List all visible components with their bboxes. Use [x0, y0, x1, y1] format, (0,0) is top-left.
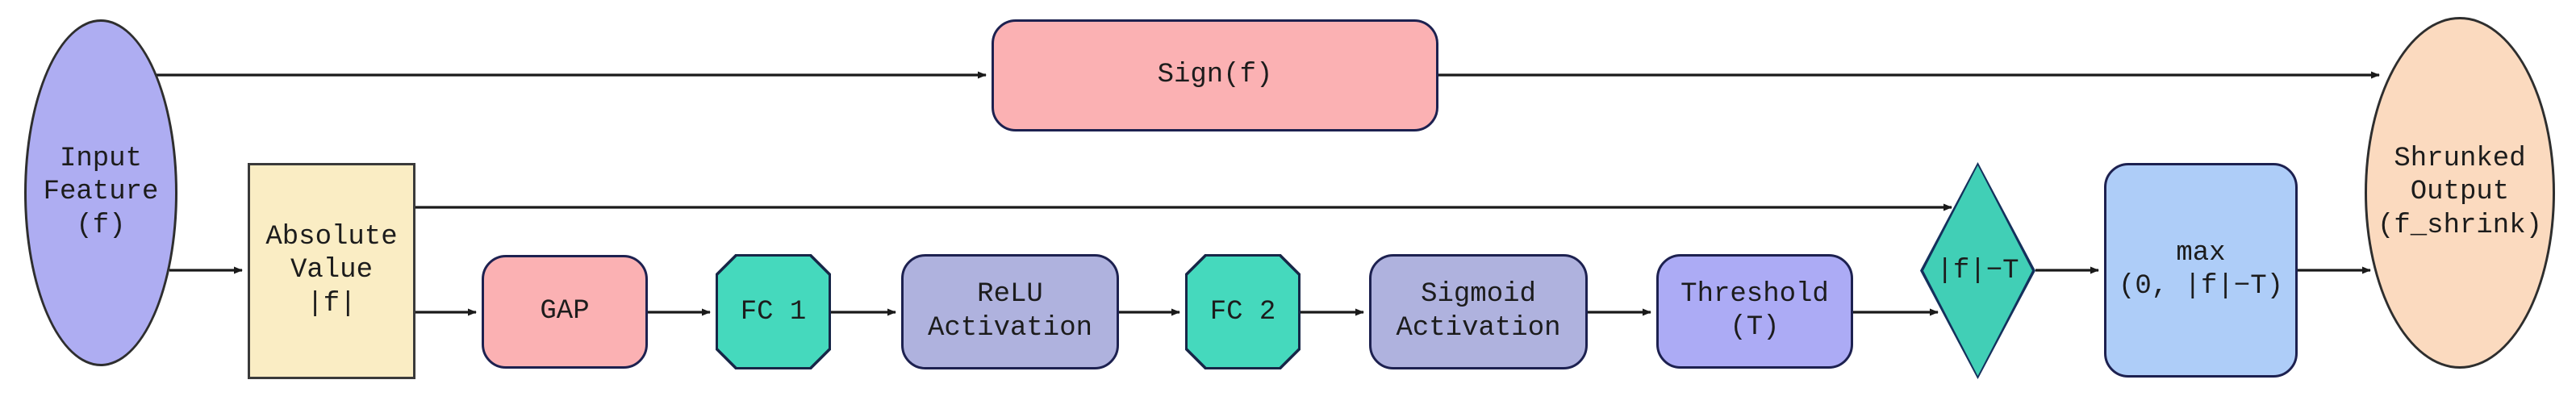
node-fc1: FC 1: [716, 254, 831, 369]
node-relu-activation: ReLU Activation: [901, 254, 1119, 369]
subtract-diamond-label: |f|−T: [1923, 165, 2032, 376]
node-max: max (0, |f|−T): [2104, 163, 2298, 378]
node-fc2: FC 2: [1185, 254, 1301, 369]
fc1-label: FC 1: [718, 257, 829, 367]
node-sigmoid-activation: Sigmoid Activation: [1369, 254, 1588, 369]
node-sign: Sign(f): [992, 19, 1438, 131]
fc2-label: FC 2: [1188, 257, 1298, 367]
node-subtract-diamond: |f|−T: [1920, 162, 2035, 379]
node-input-feature: Input Feature (f): [24, 19, 177, 366]
node-gap: GAP: [482, 255, 648, 369]
node-shrunked-output: Shrunked Output (f_shrink): [2365, 17, 2555, 369]
node-absolute-value: Absolute Value |f|: [248, 163, 415, 379]
node-threshold: Threshold (T): [1656, 254, 1853, 369]
